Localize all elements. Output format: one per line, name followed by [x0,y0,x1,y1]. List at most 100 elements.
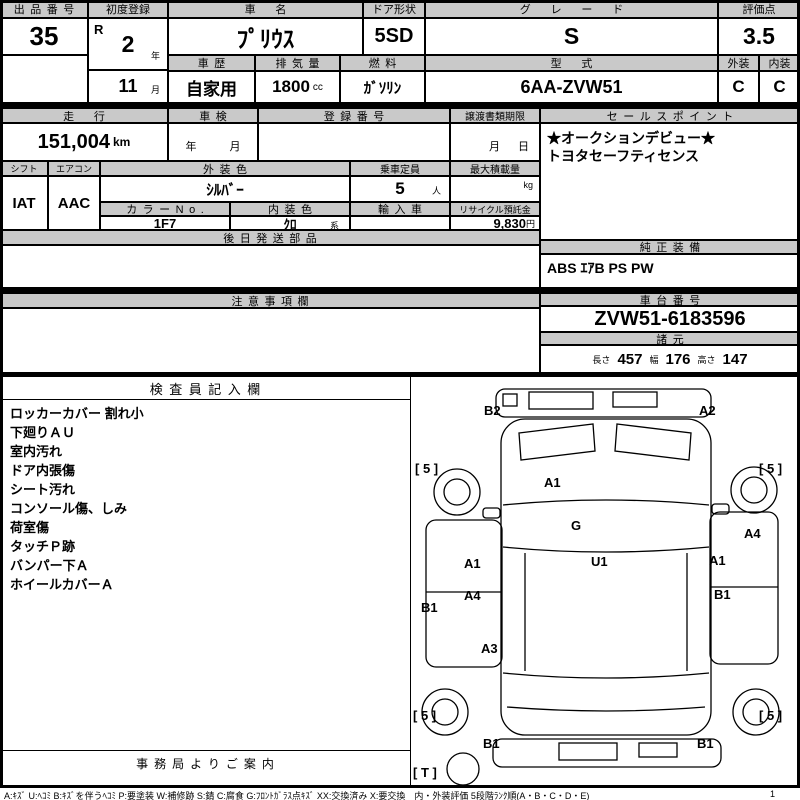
damage-marker-2-5: [ 5 ] [415,461,438,476]
shaken-header: 車検 [168,108,258,123]
mirror-left-shape [482,507,501,519]
grade-header: グレード [425,0,718,18]
later-parts-header: 後日発送部品 [0,230,540,245]
height-value: 147 [722,350,748,368]
import-car-value [350,216,450,230]
rear-bumper-shape [492,738,722,768]
height-label: 高さ [697,354,716,365]
capacity-value: 5 [395,179,405,198]
front-bumper-shape [495,388,712,418]
separator-band-3 [0,373,800,377]
caution-header: 注意事項欄 [0,293,540,308]
shaken-cell: 年 月 [168,123,258,161]
displacement-header: 排気量 [255,55,340,71]
dimensions-cell: 長さ 457 幅 176 高さ 147 [540,345,800,373]
length-label: 長さ [592,354,611,365]
wheel-rear-right-shape [732,688,780,736]
capacity-unit: 人 [431,186,441,196]
transfer-deadline-cell: 月 日 [450,123,540,161]
sales-point-line-2: トヨタセーフティセンス [547,148,700,164]
recycle-deposit-unit: 円 [525,218,535,229]
damage-marker-3-5: [ 5 ] [759,461,782,476]
interior-grade-header: 内装 [759,55,800,71]
displacement-unit: cc [312,81,323,93]
caution-value [0,308,540,373]
registration-number-value [258,123,450,161]
later-parts-value [0,245,540,288]
damage-marker-18-T: [ T ] [413,765,437,780]
width-value: 176 [665,350,691,368]
damage-marker-6-U1: U1 [591,554,608,569]
shift-header: シフト [0,161,48,176]
first-registration-header: 初度登録 [88,0,168,18]
damage-marker-5-G: G [571,518,581,533]
shaken-year-label: 年 [185,141,197,153]
exterior-grade-value: C [718,71,759,103]
first-registration-year: 2 [121,30,135,57]
score-header: 評価点 [718,0,800,18]
damage-marker-16-B1: B1 [483,736,500,751]
deadline-day-label: 日 [518,141,529,153]
lot-number-header: 出品番号 [0,0,88,18]
interior-color-suffix: 系 [329,221,339,230]
color-number-value: 1F7 [100,216,230,230]
left-side-panel-shape [425,519,503,668]
spare-tire-shape [446,752,480,786]
page-number: 1 [770,789,776,799]
month-suffix: 月 [150,85,160,95]
aircon-value: AAC [48,176,100,230]
damage-marker-1-A2: A2 [699,403,716,418]
wheel-rear-left-shape [421,688,469,736]
inspector-panel-title: 検査員記入欄 [0,379,410,400]
sales-point-line-1: ★オークションデビュー★ [547,130,715,146]
displacement-cell: 1800 cc [255,71,340,103]
damage-marker-0-B2: B2 [484,403,501,418]
interior-color-value: ｸﾛ [283,216,297,230]
deadline-month-label: 月 [489,141,500,153]
max-load-header: 最大積載量 [450,161,540,176]
inspector-note: ホイールカバーＡ [10,577,114,592]
chassis-number-value: ZVW51-6183596 [540,306,800,332]
damage-marker-17-B1: B1 [697,736,714,751]
inspector-note: ロッカーカバー 割れ小 [10,406,144,421]
wheel-front-right-shape [730,466,778,514]
era-value: R [94,22,104,37]
first-registration-month: 11 [118,76,138,96]
mileage-header: 走行 [0,108,168,123]
recycle-deposit-cell: 9,830 円 [450,216,540,230]
damage-marker-9-A4: A4 [744,526,761,541]
dimensions-header: 諸元 [540,332,800,345]
color-number-header: カラーNo. [100,202,230,216]
damage-marker-8-A1: A1 [709,553,726,568]
inspector-note: 荷室傷 [10,520,50,535]
sales-point-cell: ★オークションデビュー★ トヨタセーフティセンス [540,123,800,240]
damage-code-legend: A:ｷｽﾞ U:ﾍｺﾐ B:ｷｽﾞを伴うﾍｺﾐ P:要塗装 W:補修跡 S:錆 … [4,791,590,800]
capacity-header: 乗車定員 [350,161,450,176]
genuine-equipment-header: 純正装備 [540,240,800,254]
history-value: 自家用 [168,71,255,103]
max-load-unit: kg [523,180,533,190]
inspector-note: コンソール傷、しみ [10,501,128,516]
genuine-equipment-value: ABS ｴｱB PS PW [540,254,800,288]
damage-marker-4-A1: A1 [544,475,561,490]
interior-grade-value: C [759,71,800,103]
damage-marker-11-B1: B1 [421,600,438,615]
damage-marker-10-A4: A4 [464,588,481,603]
model-code-header: 型式 [425,55,718,71]
car-name-value: ﾌﾟﾘｳｽ [168,18,363,55]
recycle-deposit-value: 9,830 [493,216,526,230]
inspector-note: バンパー下Ａ [10,558,89,573]
displacement-value: 1800 [272,77,310,96]
recycle-deposit-header: リサイクル預託金 [450,202,540,216]
max-load-cell: kg [450,176,540,202]
inspector-note: 下廻りＡＵ [10,425,76,440]
damage-marker-14-5: [ 5 ] [413,708,436,723]
damage-marker-7-A1: A1 [464,556,481,571]
sales-point-header: セールスポイント [540,108,800,123]
separator-band-1 [0,103,800,108]
damage-marker-13-A3: A3 [481,641,498,656]
damage-marker-15-5: [ 5 ] [759,708,782,723]
interior-color-header: 内装色 [230,202,350,216]
exterior-color-header: 外装色 [100,161,350,176]
